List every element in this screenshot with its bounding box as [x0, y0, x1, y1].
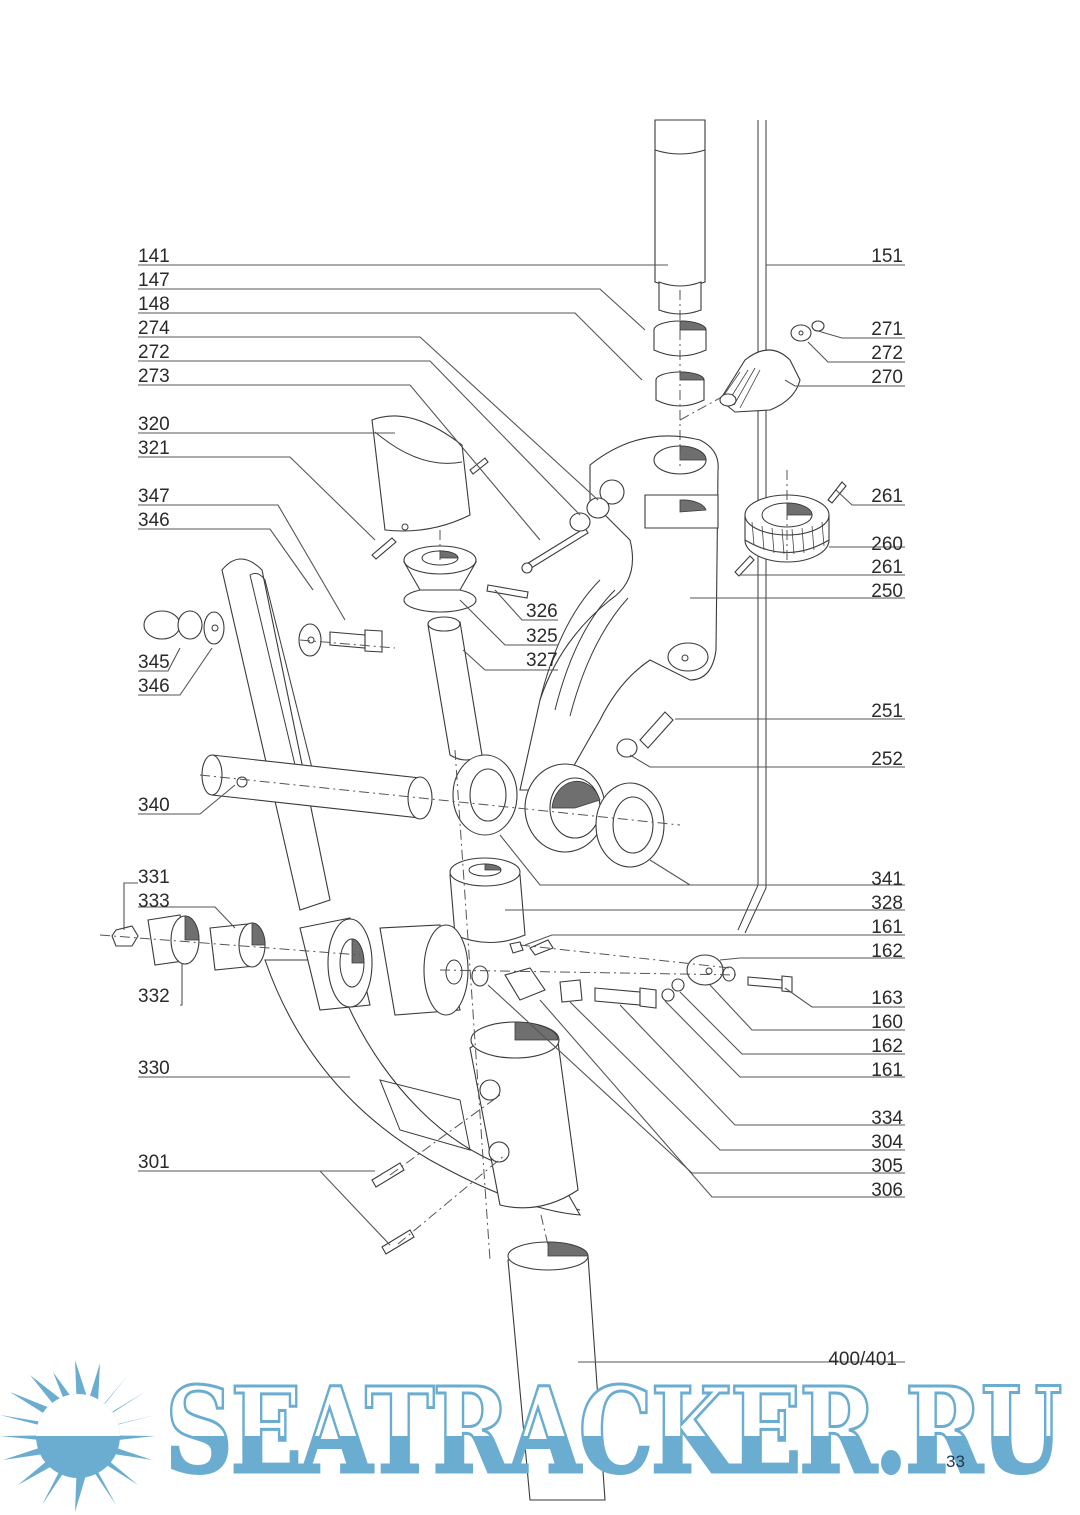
- label-274: 274: [138, 318, 170, 339]
- label-325: 325: [526, 626, 558, 647]
- label-160: 160: [871, 1012, 903, 1033]
- part-332-bushing: [147, 914, 200, 966]
- label-305: 305: [871, 1156, 903, 1177]
- part-141-tube: [654, 119, 706, 315]
- leader-lines: [123, 264, 905, 1363]
- label-162: 162: [871, 1036, 903, 1057]
- part-271-nut: [811, 320, 825, 332]
- label-346: 346: [138, 510, 170, 531]
- part-301-mount: [379, 1021, 579, 1209]
- label-141: 141: [138, 246, 170, 267]
- labels-center: 326 325 327: [526, 601, 558, 671]
- labels-right: 151 271 272 270 261 260 261 250 251 252 …: [828, 246, 903, 1370]
- label-250: 250: [871, 581, 903, 602]
- part-341-washer-left: [452, 754, 518, 836]
- part-273-long-screw: [521, 527, 589, 574]
- label-261: 261: [871, 557, 903, 578]
- part-160-clevis: [686, 954, 724, 986]
- part-331-nut: [111, 925, 139, 947]
- label-332: 332: [138, 986, 170, 1007]
- part-306-bevel-gear: [504, 939, 554, 1001]
- part-272-washer-left: [569, 512, 591, 532]
- part-321-screw: [371, 537, 397, 560]
- label-252: 252: [871, 749, 903, 770]
- brand-name-top: SEATRACKER.RU: [165, 1361, 1061, 1500]
- part-320-cap: [371, 415, 471, 532]
- label-347: 347: [138, 486, 170, 507]
- brand-wordmark: SEATRACKER.RU SEATRACKER.RU: [164, 1360, 1066, 1502]
- label-326: 326: [526, 601, 558, 622]
- label-340: 340: [138, 795, 170, 816]
- part-270-threaded-adapter: [719, 349, 801, 413]
- label-251: 251: [871, 701, 903, 722]
- label-270: 270: [871, 367, 903, 388]
- label-321: 321: [138, 438, 170, 459]
- label-306: 306: [871, 1180, 903, 1201]
- part-261-screw-a: [827, 481, 847, 504]
- part-345-eye-bolt: [143, 610, 203, 640]
- center-lines: [99, 290, 788, 1261]
- part-305-bushing: [471, 965, 489, 987]
- part-327-tube: [427, 616, 483, 761]
- page-number: 33: [946, 1452, 965, 1471]
- part-162-washers: [661, 966, 736, 1002]
- part-328-spacer: [449, 857, 526, 943]
- label-345: 345: [138, 652, 170, 673]
- part-163-screw: [747, 975, 793, 993]
- part-346-washer-right: [298, 623, 322, 657]
- sun-over-sea-icon: [0, 1360, 155, 1512]
- part-250-housing: [519, 435, 719, 853]
- part-347-screw: [329, 629, 383, 653]
- label-304: 304: [871, 1132, 903, 1153]
- part-320-screw-right: [469, 457, 489, 475]
- part-272-washer: [790, 324, 812, 342]
- label-301: 301: [138, 1152, 170, 1173]
- brand-logo: SEATRACKER.RU SEATRACKER.RU: [0, 1360, 1066, 1512]
- label-260: 260: [871, 534, 903, 555]
- part-161-screw: [594, 987, 657, 1009]
- labels-left: 141 147 148 274 272 273 320 321 347 346 …: [138, 246, 170, 1173]
- label-346: 346: [138, 676, 170, 697]
- label-162: 162: [871, 941, 903, 962]
- label-333: 333: [138, 891, 170, 912]
- label-163: 163: [871, 988, 903, 1009]
- part-400-401-tube: [507, 1241, 606, 1501]
- label-261: 261: [871, 486, 903, 507]
- part-340-pin: [201, 754, 433, 820]
- part-301-set-screws: [371, 1162, 415, 1255]
- label-400-401: 400/401: [828, 1349, 897, 1370]
- part-333-bushing: [209, 922, 266, 971]
- part-251-screw: [639, 711, 674, 749]
- label-271: 271: [871, 319, 903, 340]
- label-272: 272: [138, 342, 170, 363]
- part-334-sleeve: [559, 979, 583, 1003]
- label-151: 151: [871, 246, 903, 267]
- label-328: 328: [871, 893, 903, 914]
- part-330-pivot-hub: [299, 917, 373, 1011]
- part-261-screw-b: [734, 555, 755, 577]
- label-320: 320: [138, 414, 170, 435]
- label-327: 327: [526, 650, 558, 671]
- label-334: 334: [871, 1108, 903, 1129]
- label-148: 148: [138, 294, 170, 315]
- label-161: 161: [871, 1060, 903, 1081]
- label-273: 273: [138, 366, 170, 387]
- label-330: 330: [138, 1058, 170, 1079]
- part-252-washer: [616, 738, 638, 758]
- label-161: 161: [871, 917, 903, 938]
- label-331: 331: [138, 867, 170, 888]
- label-341: 341: [871, 869, 903, 890]
- part-341-washer-right: [595, 782, 665, 868]
- label-147: 147: [138, 270, 170, 291]
- part-161-nut-top: [509, 941, 524, 954]
- label-272: 272: [871, 343, 903, 364]
- part-346-washer-left: [203, 611, 225, 645]
- part-326-screw: [486, 584, 529, 599]
- brand-name-bottom: SEATRACKER.RU: [165, 1361, 1061, 1500]
- part-274-washer: [586, 497, 610, 519]
